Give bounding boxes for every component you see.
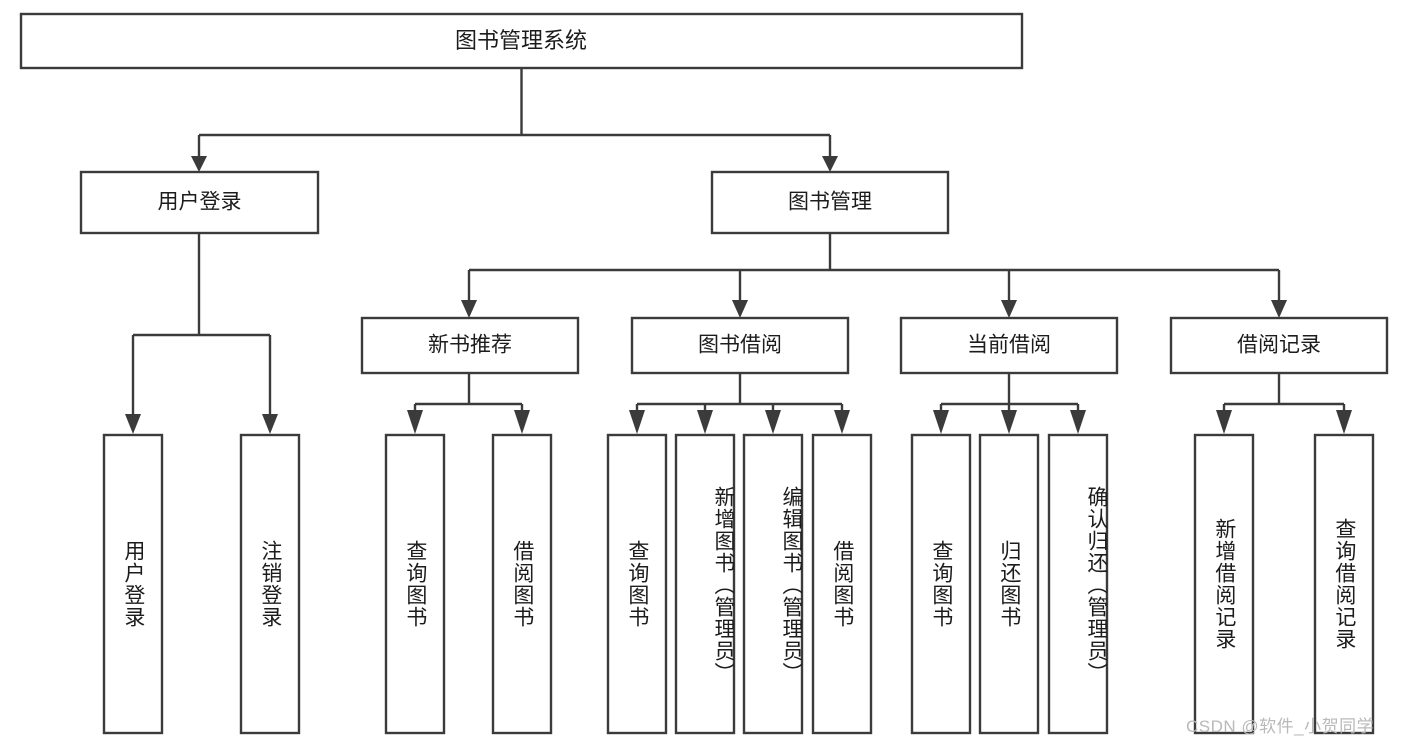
node-new-book-recommend-box[interactable] <box>360 316 580 375</box>
node-current-borrow[interactable]: 当前借阅 <box>899 316 1119 375</box>
arrowhead-borrowrecord <box>1271 300 1287 318</box>
node-book-manage[interactable]: 图书管理 <box>710 170 950 235</box>
leaf-box-return-book[interactable] <box>978 433 1040 735</box>
csdn-watermark: CSDN @软件_小贺同学 <box>1186 717 1375 736</box>
arrowhead-leaf-query-record <box>1336 410 1352 434</box>
node-new-book-recommend[interactable]: 新书推荐 <box>360 316 580 375</box>
arrowhead-leaf-logout <box>262 414 278 434</box>
leaf-box-add-record[interactable] <box>1193 433 1255 735</box>
leaf-box-confirm-return[interactable] <box>1047 433 1109 735</box>
leaf-box-add-book[interactable] <box>674 433 736 735</box>
node-book-manage-box[interactable] <box>710 170 950 235</box>
node-root-box[interactable] <box>19 12 1024 70</box>
node-current-borrow-label: 当前借阅 <box>967 334 1051 357</box>
arrowhead-user-login <box>191 156 207 172</box>
arrowhead-leaf-add-record <box>1216 410 1232 434</box>
arrowhead-leaf-query-book-a <box>407 410 423 434</box>
arrowhead-leaf-borrow-book-b <box>834 410 850 434</box>
arrowhead-newbook <box>461 300 477 318</box>
leaf-box-query-book-b[interactable] <box>606 433 668 735</box>
leaf-box-query-record[interactable] <box>1313 433 1375 735</box>
arrowhead-book-manage <box>822 156 838 172</box>
node-current-borrow-box[interactable] <box>899 316 1119 375</box>
leaf-box-borrow-book-b[interactable] <box>811 433 873 735</box>
leaf-box-edit-book[interactable] <box>742 433 804 735</box>
leaf-box-query-book-c[interactable] <box>910 433 972 735</box>
node-user-login-label: 用户登录 <box>158 191 242 214</box>
arrowhead-leaf-query-book-c <box>933 410 949 434</box>
leaf-box-query-book-a[interactable] <box>384 433 446 735</box>
node-borrow-record-box[interactable] <box>1169 316 1389 375</box>
leaf-box-logout[interactable] <box>239 433 301 735</box>
node-borrow-record-label: 借阅记录 <box>1237 334 1321 357</box>
node-book-borrow[interactable]: 图书借阅 <box>630 316 850 375</box>
node-root-label: 图书管理系统 <box>455 28 587 53</box>
leaf-box-user-login[interactable] <box>102 433 164 735</box>
arrowhead-leaf-confirm-return <box>1070 410 1086 434</box>
connector-group <box>125 68 1352 434</box>
node-new-book-recommend-label: 新书推荐 <box>428 334 512 357</box>
arrowhead-currentborrow <box>1001 300 1017 318</box>
node-book-borrow-label: 图书借阅 <box>698 334 782 357</box>
arrowhead-leaf-add-book <box>697 410 713 434</box>
node-borrow-record[interactable]: 借阅记录 <box>1169 316 1389 375</box>
leaf-boxes-group <box>102 433 1375 735</box>
node-user-login[interactable]: 用户登录 <box>79 170 320 235</box>
node-book-borrow-box[interactable] <box>630 316 850 375</box>
arrowhead-leaf-borrow-book-a <box>514 410 530 434</box>
arrowhead-leaf-edit-book <box>765 410 781 434</box>
node-book-manage-label: 图书管理 <box>788 191 872 214</box>
node-root[interactable]: 图书管理系统 <box>19 12 1024 70</box>
arrowhead-leaf-query-book-b <box>629 410 645 434</box>
node-user-login-box[interactable] <box>79 170 320 235</box>
leaf-box-borrow-book-a[interactable] <box>491 433 553 735</box>
arrowhead-leaf-return-book <box>1001 410 1017 434</box>
arrowhead-bookborrow <box>732 300 748 318</box>
arrowhead-leaf-user-login <box>125 414 141 434</box>
